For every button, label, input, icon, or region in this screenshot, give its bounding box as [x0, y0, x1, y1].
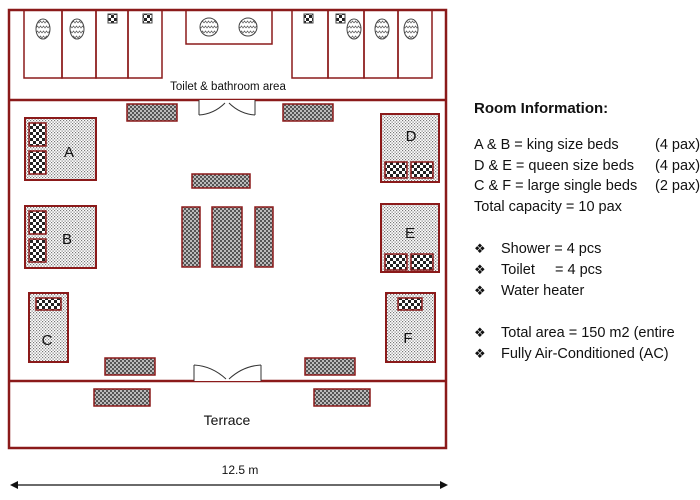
toilet-icon [346, 18, 362, 40]
bed-b: B [24, 205, 97, 269]
shower-icon [142, 13, 153, 24]
feature-item: ❖ Total area = 150 m2 (entire [474, 322, 700, 343]
diamond-bullet-icon: ❖ [474, 325, 486, 340]
bed-info-text: C & F = large single beds [474, 178, 638, 194]
bed-info-line: C & F = large single beds (2 pax) [474, 176, 700, 197]
toilet-icon [69, 18, 85, 40]
bed-info-text: D & E = queen size beds [474, 157, 635, 174]
dimension-label: 12.5 m [222, 463, 259, 477]
bench [181, 206, 201, 268]
amenity-item: ❖ Shower = 4 pcs [474, 238, 700, 259]
dimension-line [10, 481, 448, 489]
bench [304, 357, 356, 376]
diamond-bullet-icon: ❖ [474, 283, 486, 298]
bed-info-pax: (4 pax) [655, 157, 700, 174]
bench [211, 206, 243, 268]
bed-e: E [380, 203, 440, 273]
bed-letter: C [42, 332, 53, 349]
bed-info-pax: (4 pax) [655, 137, 700, 153]
top-door [198, 100, 256, 116]
shower-icons [107, 13, 346, 24]
bed-d: D [380, 113, 440, 183]
diamond-bullet-icon: ❖ [474, 346, 486, 361]
amenity-item: ❖ Water heater [474, 280, 700, 301]
diamond-bullet-icon: ❖ [474, 262, 486, 277]
bed-letter: D [406, 128, 417, 145]
sink-icon [199, 17, 219, 37]
bench [104, 357, 156, 376]
room-information-panel: Room Information: A & B = king size beds… [474, 100, 700, 364]
room-info-title: Room Information: [474, 100, 609, 117]
bench [282, 103, 334, 122]
bed-info-line: D & E = queen size beds (4 pax) [474, 156, 700, 177]
feature-text: Total area = 150 m2 (entire [501, 325, 675, 341]
bench [93, 388, 151, 407]
toilet-icon [35, 18, 51, 40]
beds: A B C D E F [24, 113, 440, 363]
bed-letter: A [64, 144, 74, 161]
shower-icon [107, 13, 118, 24]
bathroom-stalls [23, 9, 433, 79]
feature-text: Fully Air-Conditioned (AC) [501, 346, 669, 362]
bed-info-line: A & B = king size beds (4 pax) [474, 135, 700, 156]
diamond-bullet-icon: ❖ [474, 241, 486, 256]
feature-item: ❖ Fully Air-Conditioned (AC) [474, 343, 700, 364]
shower-icon [335, 13, 346, 24]
toilet-area-label: Toilet & bathroom area [170, 81, 286, 93]
bed-c: C [28, 292, 69, 363]
bed-a: A [24, 117, 97, 181]
bed-info-text: A & B = king size beds [474, 137, 619, 153]
terrace-label: Terrace [204, 412, 251, 428]
bottom-door [193, 364, 262, 381]
bench [313, 388, 371, 407]
amenity-text: Shower = 4 pcs [501, 241, 602, 257]
capacity-text: Total capacity = 10 pax [474, 198, 622, 215]
bench [254, 206, 274, 268]
bench [191, 173, 251, 189]
toilet-icon [374, 18, 390, 40]
amenity-text: Water heater [501, 283, 585, 299]
capacity-line: Total capacity = 10 pax [474, 197, 700, 218]
sink-icon [238, 17, 258, 37]
floor-plan: Toilet & bathroom area A B [7, 8, 448, 489]
bed-letter: B [62, 231, 72, 248]
toilet-icon [403, 18, 419, 40]
bed-letter: E [405, 225, 415, 242]
amenity-text: Toilet = 4 pcs [501, 262, 603, 278]
bed-f: F [385, 292, 436, 363]
toilet-icons [35, 17, 419, 40]
benches [93, 103, 371, 407]
bed-info-pax: (2 pax) [655, 178, 700, 194]
amenity-item: ❖ Toilet = 4 pcs [474, 259, 700, 280]
bench [126, 103, 178, 122]
bed-letter: F [403, 330, 412, 347]
shower-icon [303, 13, 314, 24]
